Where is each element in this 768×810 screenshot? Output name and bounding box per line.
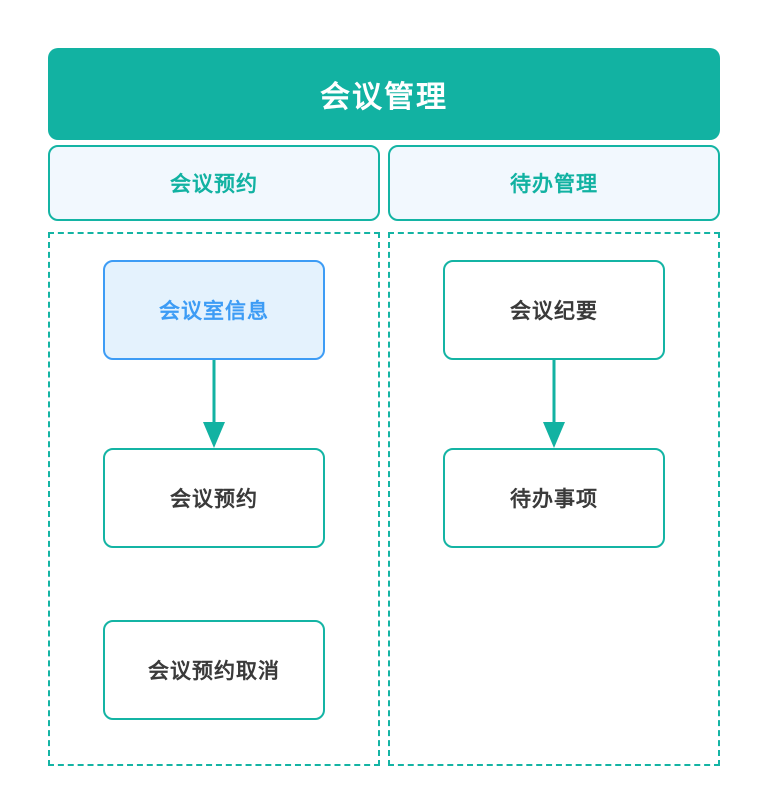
header-node-meeting-management[interactable]: 会议管理 xyxy=(48,48,720,140)
category-node-todo-management[interactable]: 待办管理 xyxy=(388,145,720,221)
node-label: 会议预约 xyxy=(170,488,258,511)
node-label: 会议纪要 xyxy=(510,300,598,323)
group-inner-meeting-booking: 会议室信息 会议预约 会议预约取消 xyxy=(50,234,378,720)
arrow-line xyxy=(552,360,556,428)
category-row: 会议预约 待办管理 xyxy=(48,145,720,221)
group-inner-todo-management: 会议纪要 待办事项 xyxy=(390,234,718,548)
arrow-head-down-icon xyxy=(543,422,565,448)
node-label: 会议室信息 xyxy=(159,300,269,323)
group-container-todo-management: 会议纪要 待办事项 xyxy=(388,232,720,766)
category-node-meeting-booking[interactable]: 会议预约 xyxy=(48,145,380,221)
category-label: 待办管理 xyxy=(510,173,598,196)
node-todo-items[interactable]: 待办事项 xyxy=(443,448,665,548)
arrow-head-down-icon xyxy=(203,422,225,448)
arrow-line xyxy=(212,360,216,428)
group-container-meeting-booking: 会议室信息 会议预约 会议预约取消 xyxy=(48,232,380,766)
arrow-meeting-minutes-to-todo-items xyxy=(542,360,566,448)
node-meeting-booking-cancel[interactable]: 会议预约取消 xyxy=(103,620,325,720)
node-label: 会议预约取消 xyxy=(148,660,280,683)
groups-row: 会议室信息 会议预约 会议预约取消 会议纪要 xyxy=(48,232,720,766)
node-label: 待办事项 xyxy=(510,488,598,511)
header-title: 会议管理 xyxy=(320,81,448,114)
category-label: 会议预约 xyxy=(170,173,258,196)
node-meeting-room-info[interactable]: 会议室信息 xyxy=(103,260,325,360)
node-meeting-booking[interactable]: 会议预约 xyxy=(103,448,325,548)
arrow-meeting-room-info-to-meeting-booking xyxy=(202,360,226,448)
node-meeting-minutes[interactable]: 会议纪要 xyxy=(443,260,665,360)
